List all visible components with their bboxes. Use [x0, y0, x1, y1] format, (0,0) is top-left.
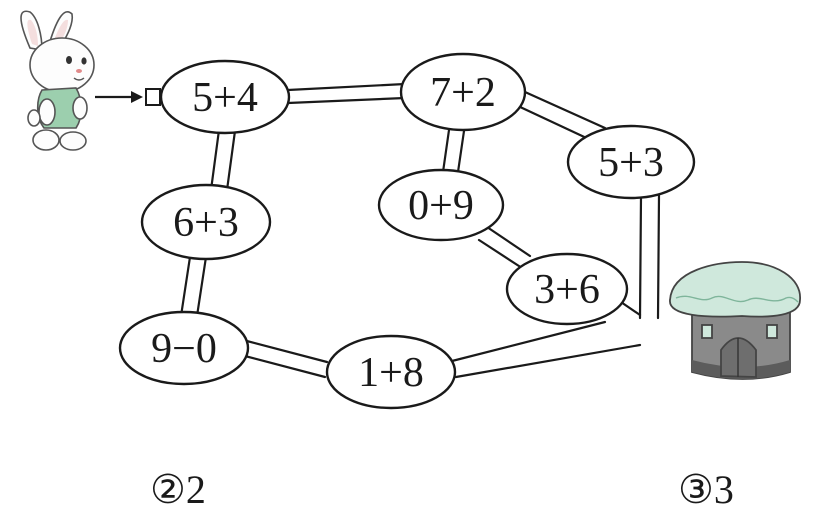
node-5-plus-4[interactable]: 5+4: [159, 59, 291, 135]
node-7-plus-2[interactable]: 7+2: [399, 52, 527, 132]
node-6-plus-3[interactable]: 6+3: [140, 183, 272, 261]
path-18-house: [450, 320, 642, 379]
maze-paths: [179, 82, 661, 379]
node-9-minus-0[interactable]: 9−0: [118, 310, 250, 386]
path-72-53: [516, 90, 607, 144]
start-marker: [95, 88, 161, 106]
node-label: 5+3: [598, 140, 664, 186]
node-label: 7+2: [430, 70, 496, 116]
arrow-head-icon: [131, 91, 143, 103]
node-label: 5+4: [192, 75, 258, 121]
path-72-09: [441, 128, 466, 174]
entrance-box: [145, 88, 161, 106]
path-63-90: [179, 255, 208, 318]
node-5-plus-3[interactable]: 5+3: [566, 124, 696, 200]
node-3-plus-6[interactable]: 3+6: [505, 252, 629, 326]
path-53-house: [638, 193, 661, 320]
rabbit-icon: [20, 10, 95, 151]
answer-option-3: ③3: [678, 467, 734, 511]
node-label: 0+9: [408, 183, 474, 229]
answers: ②2 ③3: [150, 467, 734, 511]
mushroom-house-icon: [669, 261, 801, 380]
node-0-plus-9[interactable]: 0+9: [377, 168, 505, 242]
node-label: 9−0: [151, 326, 217, 372]
path-90-18: [239, 338, 329, 379]
path-09-36: [477, 225, 532, 270]
path-54-63: [209, 128, 237, 192]
maze-nodes: 5+4 7+2 5+3 6+3 0+9 3+6 9−0 1+8: [118, 52, 696, 410]
node-1-plus-8[interactable]: 1+8: [325, 334, 457, 410]
path-54-72: [286, 82, 407, 105]
answer-option-2: ②2: [150, 467, 206, 511]
node-label: 1+8: [358, 350, 424, 396]
node-label: 6+3: [173, 200, 239, 246]
node-label: 3+6: [534, 267, 600, 313]
